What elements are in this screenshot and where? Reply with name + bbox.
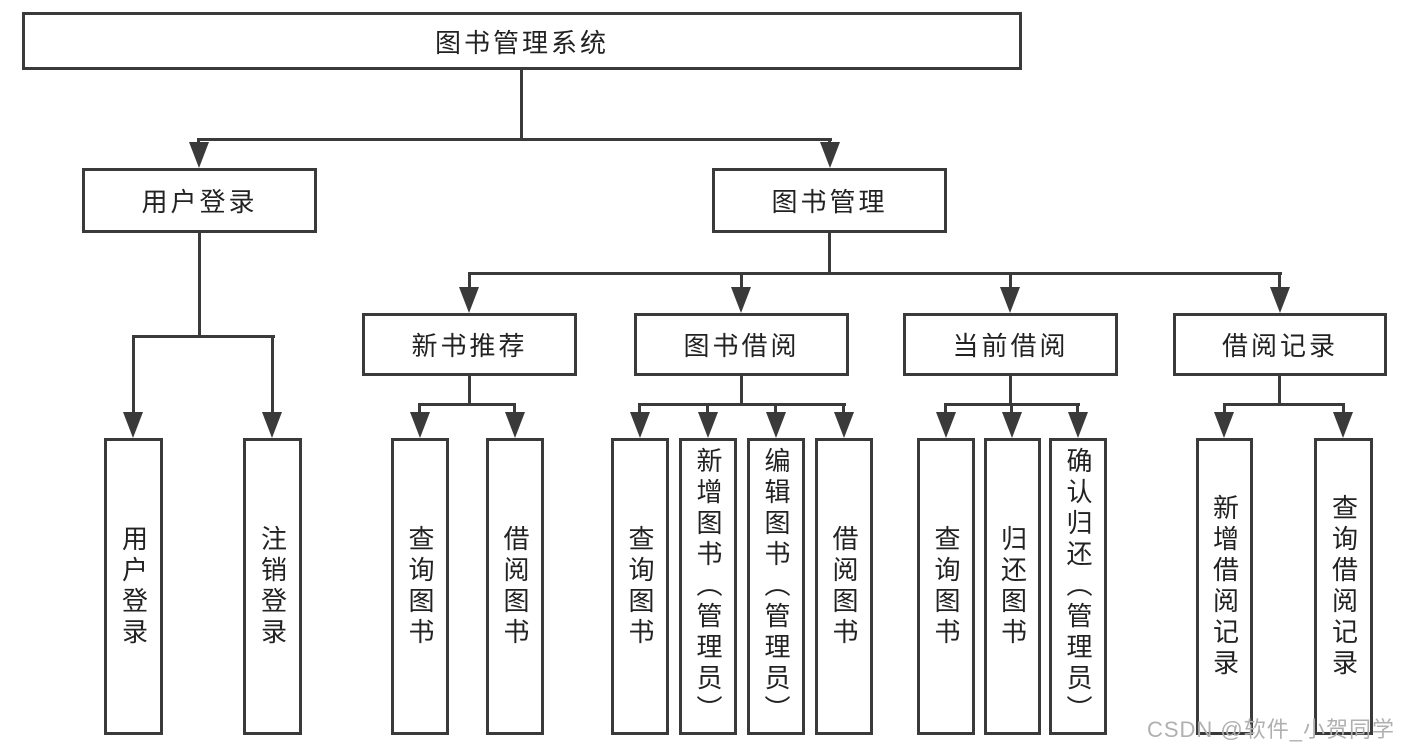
connector-line — [1009, 376, 1012, 405]
connector-line — [1223, 403, 1226, 415]
connector-line — [1076, 403, 1079, 415]
arrow-down-icon — [1214, 412, 1234, 438]
node-leaf-cb-return: 归还图书 — [984, 438, 1041, 735]
connector-line — [638, 403, 641, 415]
connector-line — [520, 70, 523, 139]
node-leaf-cb-query: 查询图书 — [917, 438, 975, 735]
node-leaf-br-add: 新增借阅记录 — [1196, 438, 1253, 735]
arrow-down-icon — [459, 287, 479, 313]
arrow-down-icon — [698, 412, 718, 438]
connector-line — [774, 403, 777, 415]
node-leaf-bb-add: 新增图书（管理员） — [679, 438, 737, 735]
node-leaf-bb-query: 查询图书 — [611, 438, 669, 735]
connector-line — [468, 272, 1282, 275]
connector-line — [468, 272, 471, 289]
node-leaf-nb-query: 查询图书 — [391, 438, 449, 735]
connector-line — [1278, 272, 1281, 289]
node-book-borrow: 图书借阅 — [634, 313, 849, 376]
arrow-down-icon — [1333, 412, 1353, 438]
node-leaf-bb-borrow: 借阅图书 — [815, 438, 873, 735]
connector-line — [740, 376, 743, 405]
arrow-down-icon — [1270, 287, 1290, 313]
connector-line — [706, 403, 709, 415]
arrow-down-icon — [1002, 412, 1022, 438]
arrow-down-icon — [731, 287, 751, 313]
connector-line — [132, 335, 135, 415]
arrow-down-icon — [630, 412, 650, 438]
node-book-mgmt: 图书管理 — [712, 168, 947, 233]
arrow-down-icon — [766, 412, 786, 438]
node-user-login: 用户登录 — [82, 168, 317, 233]
node-root: 图书管理系统 — [22, 12, 1022, 70]
node-leaf-nb-borrow: 借阅图书 — [486, 438, 544, 735]
watermark: CSDN @软件_小贺同学 — [1146, 717, 1395, 742]
connector-line — [740, 272, 743, 289]
arrow-down-icon — [123, 412, 143, 438]
node-leaf-user-login: 用户登录 — [104, 438, 163, 735]
connector-line — [197, 138, 832, 141]
node-leaf-br-query: 查询借阅记录 — [1314, 438, 1373, 735]
connector-line — [828, 233, 831, 274]
arrow-down-icon — [410, 412, 430, 438]
connector-line — [1009, 272, 1012, 289]
connector-line — [1342, 403, 1345, 415]
connector-line — [1278, 376, 1281, 405]
connector-line — [944, 403, 947, 415]
node-leaf-logout: 注销登录 — [243, 438, 302, 735]
node-leaf-bb-edit: 编辑图书（管理员） — [747, 438, 805, 735]
arrow-down-icon — [189, 142, 209, 168]
node-current-borrow: 当前借阅 — [903, 313, 1118, 376]
connector-line — [1223, 403, 1345, 406]
arrow-down-icon — [1068, 412, 1088, 438]
node-borrow-records: 借阅记录 — [1173, 313, 1387, 376]
arrow-down-icon — [820, 142, 840, 168]
connector-line — [842, 403, 845, 415]
connector-line — [468, 376, 471, 405]
connector-line — [638, 403, 846, 406]
arrow-down-icon — [262, 412, 282, 438]
connector-line — [1010, 403, 1013, 415]
connector-line — [132, 335, 275, 338]
connector-line — [418, 403, 516, 406]
arrow-down-icon — [936, 412, 956, 438]
connector-line — [271, 335, 274, 415]
connector-line — [198, 233, 201, 337]
arrow-down-icon — [505, 412, 525, 438]
connector-line — [418, 403, 421, 415]
connector-line — [513, 403, 516, 415]
node-new-book-rec: 新书推荐 — [362, 313, 577, 376]
arrow-down-icon — [834, 412, 854, 438]
node-leaf-cb-confirm: 确认归还（管理员） — [1049, 438, 1107, 735]
arrow-down-icon — [1000, 287, 1020, 313]
